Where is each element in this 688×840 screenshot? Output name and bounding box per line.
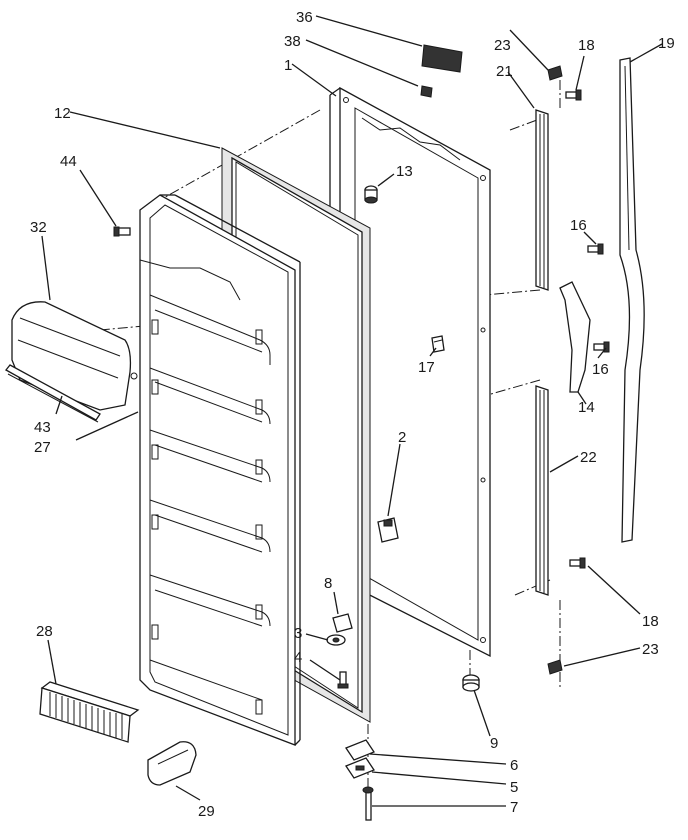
label-27: 27 — [34, 439, 51, 456]
trim-strip-21 — [535, 109, 549, 291]
handle-bracket-14 — [559, 281, 591, 393]
label-43: 43 — [34, 419, 51, 436]
door-shelf-bin — [11, 301, 138, 411]
label-3: 3 — [294, 625, 302, 642]
label-17: 17 — [418, 359, 435, 376]
label-2: 2 — [398, 429, 406, 446]
bushing-9 — [462, 674, 480, 692]
cover-plate — [421, 44, 463, 73]
cap-23-top — [547, 65, 563, 81]
label-14: 14 — [578, 399, 595, 416]
screw-18-top — [565, 89, 582, 101]
label-29: 29 — [198, 803, 215, 820]
screw-16-top — [587, 243, 604, 255]
screw-top-left — [113, 226, 131, 237]
label-13: 13 — [396, 163, 413, 180]
label-6: 6 — [510, 757, 518, 774]
cap-23-bottom — [547, 659, 563, 675]
hinge-5 — [345, 757, 375, 779]
screw-16-bottom — [593, 341, 610, 353]
bracket-2 — [377, 517, 399, 543]
hinge-pin-8 — [332, 613, 353, 633]
label-18-top: 18 — [578, 37, 595, 54]
leader-lines — [41, 15, 663, 807]
label-7: 7 — [510, 799, 518, 816]
label-22: 22 — [580, 449, 597, 466]
handle-end-cap — [147, 741, 197, 786]
label-5: 5 — [510, 779, 518, 796]
door-inner-liner — [139, 194, 301, 746]
label-16-top: 16 — [570, 217, 587, 234]
label-16-bottom: 16 — [592, 361, 609, 378]
trim-strip-22 — [535, 385, 549, 596]
label-12: 12 — [54, 105, 71, 122]
label-9: 9 — [490, 735, 498, 752]
label-36: 36 — [296, 9, 313, 26]
hinge-6 — [345, 739, 375, 761]
label-19: 19 — [658, 35, 675, 52]
plug-button — [364, 185, 378, 204]
label-38: 38 — [284, 33, 301, 50]
small-insert — [420, 85, 433, 98]
label-21: 21 — [496, 63, 513, 80]
door-handle-19 — [619, 57, 645, 543]
washer-3 — [326, 634, 346, 646]
label-32: 32 — [30, 219, 47, 236]
screw-7 — [362, 786, 374, 821]
screw-18-bottom — [569, 557, 586, 569]
kick-plate-grille — [39, 681, 140, 743]
label-8: 8 — [324, 575, 332, 592]
label-1: 1 — [284, 57, 292, 74]
screw-4 — [337, 671, 349, 689]
part-labels: 36 38 1 12 44 32 13 17 2 8 3 4 9 6 5 7 4… — [30, 9, 675, 820]
label-23-bottom: 23 — [642, 641, 659, 658]
label-44: 44 — [60, 153, 77, 170]
bin-trim-strip — [5, 364, 101, 423]
label-4: 4 — [294, 649, 302, 666]
label-28: 28 — [36, 623, 53, 640]
label-18-bottom: 18 — [642, 613, 659, 630]
clip-17 — [431, 335, 445, 353]
label-23-top: 23 — [494, 37, 511, 54]
